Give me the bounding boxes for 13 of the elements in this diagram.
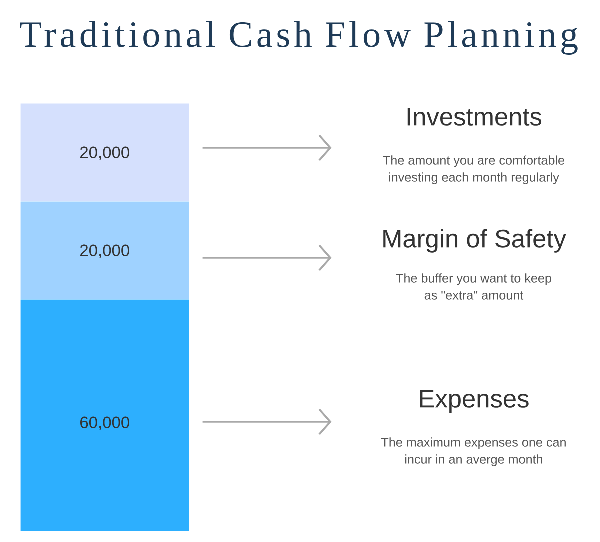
heading: Expenses (420, 390, 529, 413)
arrow (202, 134, 332, 162)
arrow (202, 244, 332, 272)
description: The buffer you want to keep as "extra" amount (396, 274, 552, 300)
heading: Margin of Safety (384, 229, 566, 253)
description: The maximum expenses one can incur in an averge month (382, 438, 566, 466)
arrow (202, 408, 332, 436)
description: The amount you are comfortable investing each month regularly (383, 156, 564, 184)
bar-segment: 20,000 (20, 201, 190, 300)
bar-segment: 20,000 (20, 103, 190, 202)
heading: Investments (408, 108, 542, 126)
bar-segment: 60,000 (20, 299, 190, 532)
title: Traditional Cash Flow Planning (20, 21, 578, 55)
